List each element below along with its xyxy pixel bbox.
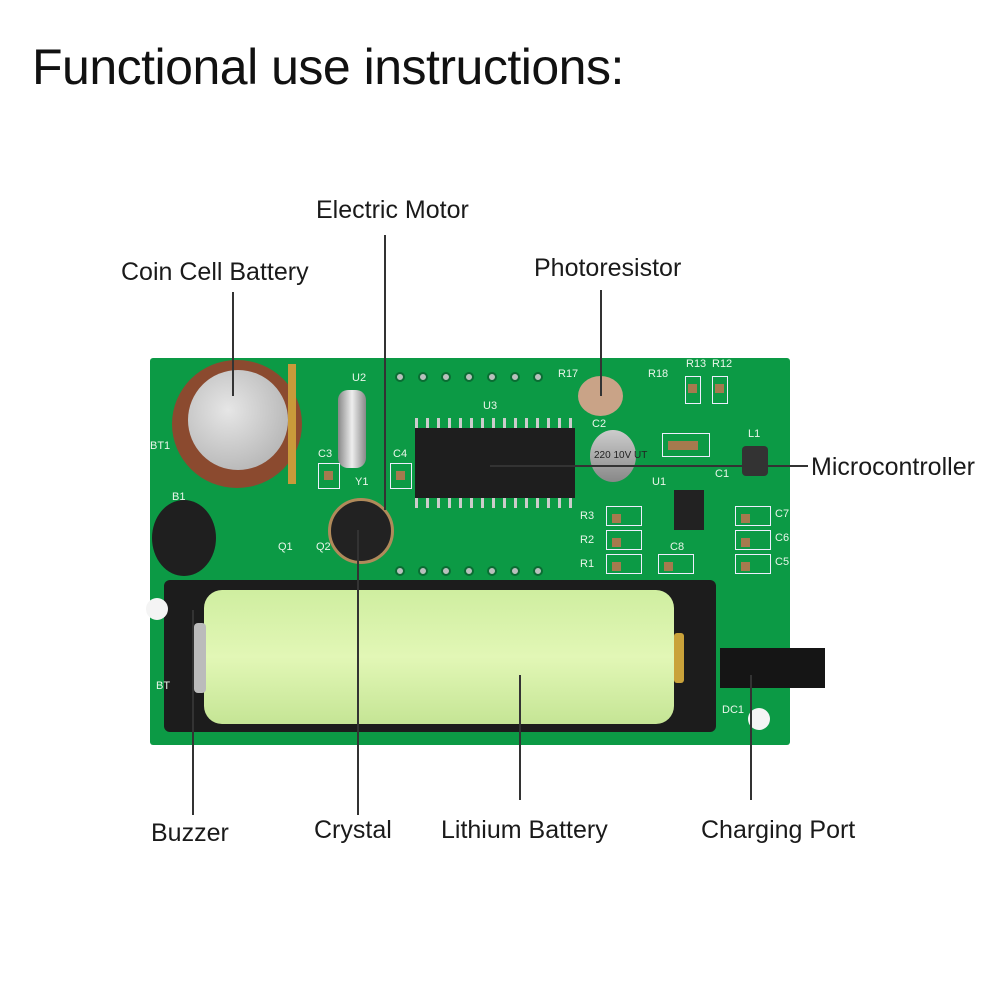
battery-spring (194, 623, 206, 693)
label-photoresistor: Photoresistor (534, 254, 682, 282)
vibration-motor (328, 498, 394, 564)
leader-line-motor (384, 235, 386, 510)
label-buzzer: Buzzer (151, 819, 229, 847)
microcontroller-chip (415, 428, 575, 498)
leader-line-buzzer (192, 610, 194, 815)
label-charging-port: Charging Port (701, 816, 856, 844)
label-electric-motor: Electric Motor (316, 196, 469, 224)
coin-cell-battery (188, 370, 288, 470)
pcb-board: 220 10V UT BT1 U2 U3 R17 R18 R13 R12 C2 … (146, 358, 825, 745)
ic-u1 (674, 490, 704, 530)
crystal-component (338, 390, 366, 468)
leader-line-lithium (519, 675, 521, 800)
label-coin-cell-battery: Coin Cell Battery (121, 258, 309, 286)
label-microcontroller: Microcontroller (811, 453, 975, 481)
lithium-battery (204, 590, 674, 724)
inductor (742, 446, 768, 476)
label-lithium-battery: Lithium Battery (441, 816, 608, 844)
electrolytic-capacitor (590, 430, 636, 482)
battery-contact (674, 633, 684, 683)
buzzer-component (152, 500, 216, 576)
charging-port-jack (720, 648, 825, 688)
leader-line-coin-cell (232, 292, 234, 396)
label-crystal: Crystal (314, 816, 392, 844)
coin-cell-clip (288, 364, 296, 484)
leader-line-photoresistor (600, 290, 602, 396)
leader-line-microcontroller (490, 465, 808, 467)
leader-line-crystal (357, 530, 359, 815)
leader-line-charging (750, 675, 752, 800)
page-title: Functional use instructions: (32, 39, 624, 95)
